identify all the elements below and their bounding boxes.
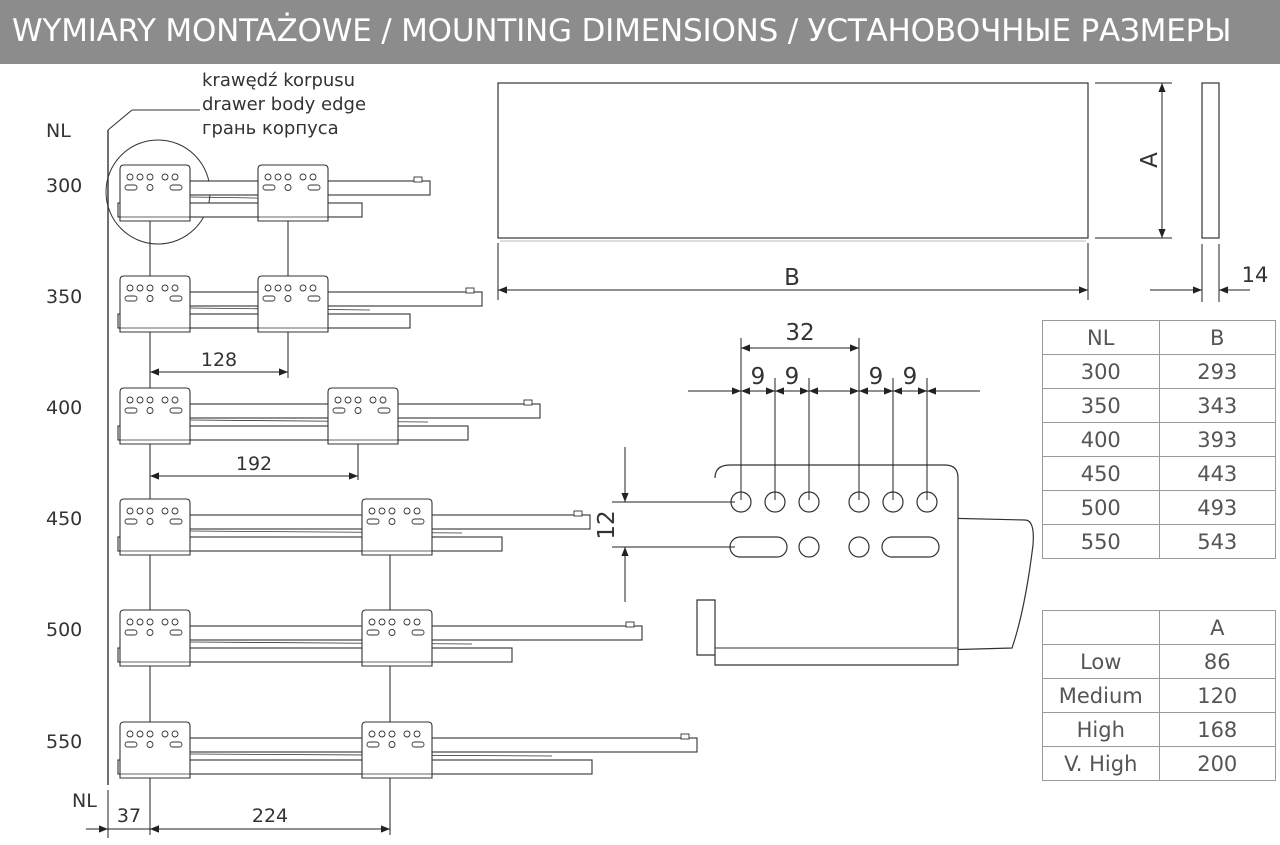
table-cell: 343 bbox=[1158, 388, 1276, 423]
table-cell: 500 bbox=[1042, 490, 1160, 525]
table-cell: Low bbox=[1042, 644, 1160, 679]
table-cell: 493 bbox=[1158, 490, 1276, 525]
drawer-slide bbox=[117, 609, 643, 667]
table-cell: 300 bbox=[1042, 354, 1160, 389]
nl-row-label: 550 bbox=[46, 731, 83, 753]
dim-9-label: 9 bbox=[903, 364, 918, 390]
table-cell: 200 bbox=[1158, 746, 1276, 781]
drawer-slide-rows bbox=[117, 164, 698, 779]
nl-row-label: 350 bbox=[46, 286, 83, 308]
slide-bracket bbox=[119, 387, 191, 445]
table-cell: 86 bbox=[1158, 644, 1276, 679]
slide-bracket bbox=[327, 387, 399, 445]
nl-row-label: 450 bbox=[46, 508, 83, 530]
edge-label-ru: грань корпуса bbox=[202, 118, 339, 139]
slide-bracket bbox=[119, 164, 191, 222]
slide-bracket bbox=[361, 721, 433, 779]
dim-192: 192 bbox=[236, 453, 272, 475]
slide-bracket bbox=[119, 609, 191, 667]
table-cell: 293 bbox=[1158, 354, 1276, 389]
title-bar: WYMIARY MONTAŻOWE / MOUNTING DIMENSIONS … bbox=[0, 0, 1280, 64]
dim-b-label: B bbox=[784, 265, 800, 291]
slide-bracket bbox=[257, 275, 329, 333]
mounting-hole bbox=[798, 536, 820, 558]
edge-label-pl: krawędź korpusu bbox=[202, 70, 356, 91]
edge-label-en: drawer body edge bbox=[202, 94, 367, 115]
bracket-detail bbox=[696, 464, 1034, 666]
table-cell: 350 bbox=[1042, 388, 1160, 423]
dim-12-label: 12 bbox=[594, 510, 620, 539]
table-cell: 400 bbox=[1042, 422, 1160, 457]
table-header-cell: NL bbox=[1042, 320, 1160, 355]
table-cell: 543 bbox=[1158, 524, 1276, 559]
dim-14-label: 14 bbox=[1242, 263, 1269, 287]
slide-bracket bbox=[119, 275, 191, 333]
table-header-row: NL B bbox=[1042, 320, 1276, 355]
table-cell: Medium bbox=[1042, 678, 1160, 713]
drawer-slide bbox=[117, 164, 431, 222]
slide-dimension-lines bbox=[86, 368, 390, 838]
nl-footer: NL bbox=[72, 790, 97, 812]
table-cell: High bbox=[1042, 712, 1160, 747]
table-cell: 450 bbox=[1042, 456, 1160, 491]
slide-bracket bbox=[119, 498, 191, 556]
mounting-hole bbox=[848, 536, 870, 558]
table-cell: 168 bbox=[1158, 712, 1276, 747]
slide-bracket bbox=[361, 498, 433, 556]
drawer-slide bbox=[117, 721, 698, 779]
bracket-holes bbox=[729, 491, 940, 558]
dim-224: 224 bbox=[252, 805, 288, 827]
bracket-dimension-lines bbox=[612, 338, 980, 602]
table-cell: 443 bbox=[1158, 456, 1276, 491]
page-title: WYMIARY MONTAŻOWE / MOUNTING DIMENSIONS … bbox=[12, 13, 1232, 49]
table-cell: 393 bbox=[1158, 422, 1276, 457]
slide-bracket bbox=[361, 609, 433, 667]
slot-hole bbox=[881, 536, 940, 558]
panel-dimension-lines bbox=[497, 82, 1250, 302]
slot-hole bbox=[729, 536, 788, 558]
table-cell: 120 bbox=[1158, 678, 1276, 713]
dim-9-label: 9 bbox=[785, 364, 800, 390]
nl-row-label: 300 bbox=[46, 175, 83, 197]
dim-a-label: A bbox=[1137, 152, 1163, 168]
table-header-row: A bbox=[1042, 610, 1276, 645]
drawer-slide bbox=[117, 387, 541, 445]
dim-128: 128 bbox=[201, 349, 237, 371]
table-header-cell: A bbox=[1158, 610, 1276, 645]
table-cell: V. High bbox=[1042, 746, 1160, 781]
drawer-slide bbox=[117, 498, 591, 556]
drawer-slide bbox=[117, 275, 483, 333]
dim-32-label: 32 bbox=[785, 320, 814, 346]
dim-37: 37 bbox=[117, 805, 141, 827]
dim-9-label: 9 bbox=[751, 364, 766, 390]
drawer-front-panel bbox=[497, 82, 1220, 242]
table-header-cell bbox=[1042, 610, 1160, 645]
table-header-cell: B bbox=[1158, 320, 1276, 355]
nl-row-label: 500 bbox=[46, 619, 83, 641]
dim-9-label: 9 bbox=[869, 364, 884, 390]
slide-bracket bbox=[257, 164, 329, 222]
nl-row-label: 400 bbox=[46, 397, 83, 419]
table-cell: 550 bbox=[1042, 524, 1160, 559]
slide-bracket bbox=[119, 721, 191, 779]
nl-header: NL bbox=[46, 120, 71, 142]
